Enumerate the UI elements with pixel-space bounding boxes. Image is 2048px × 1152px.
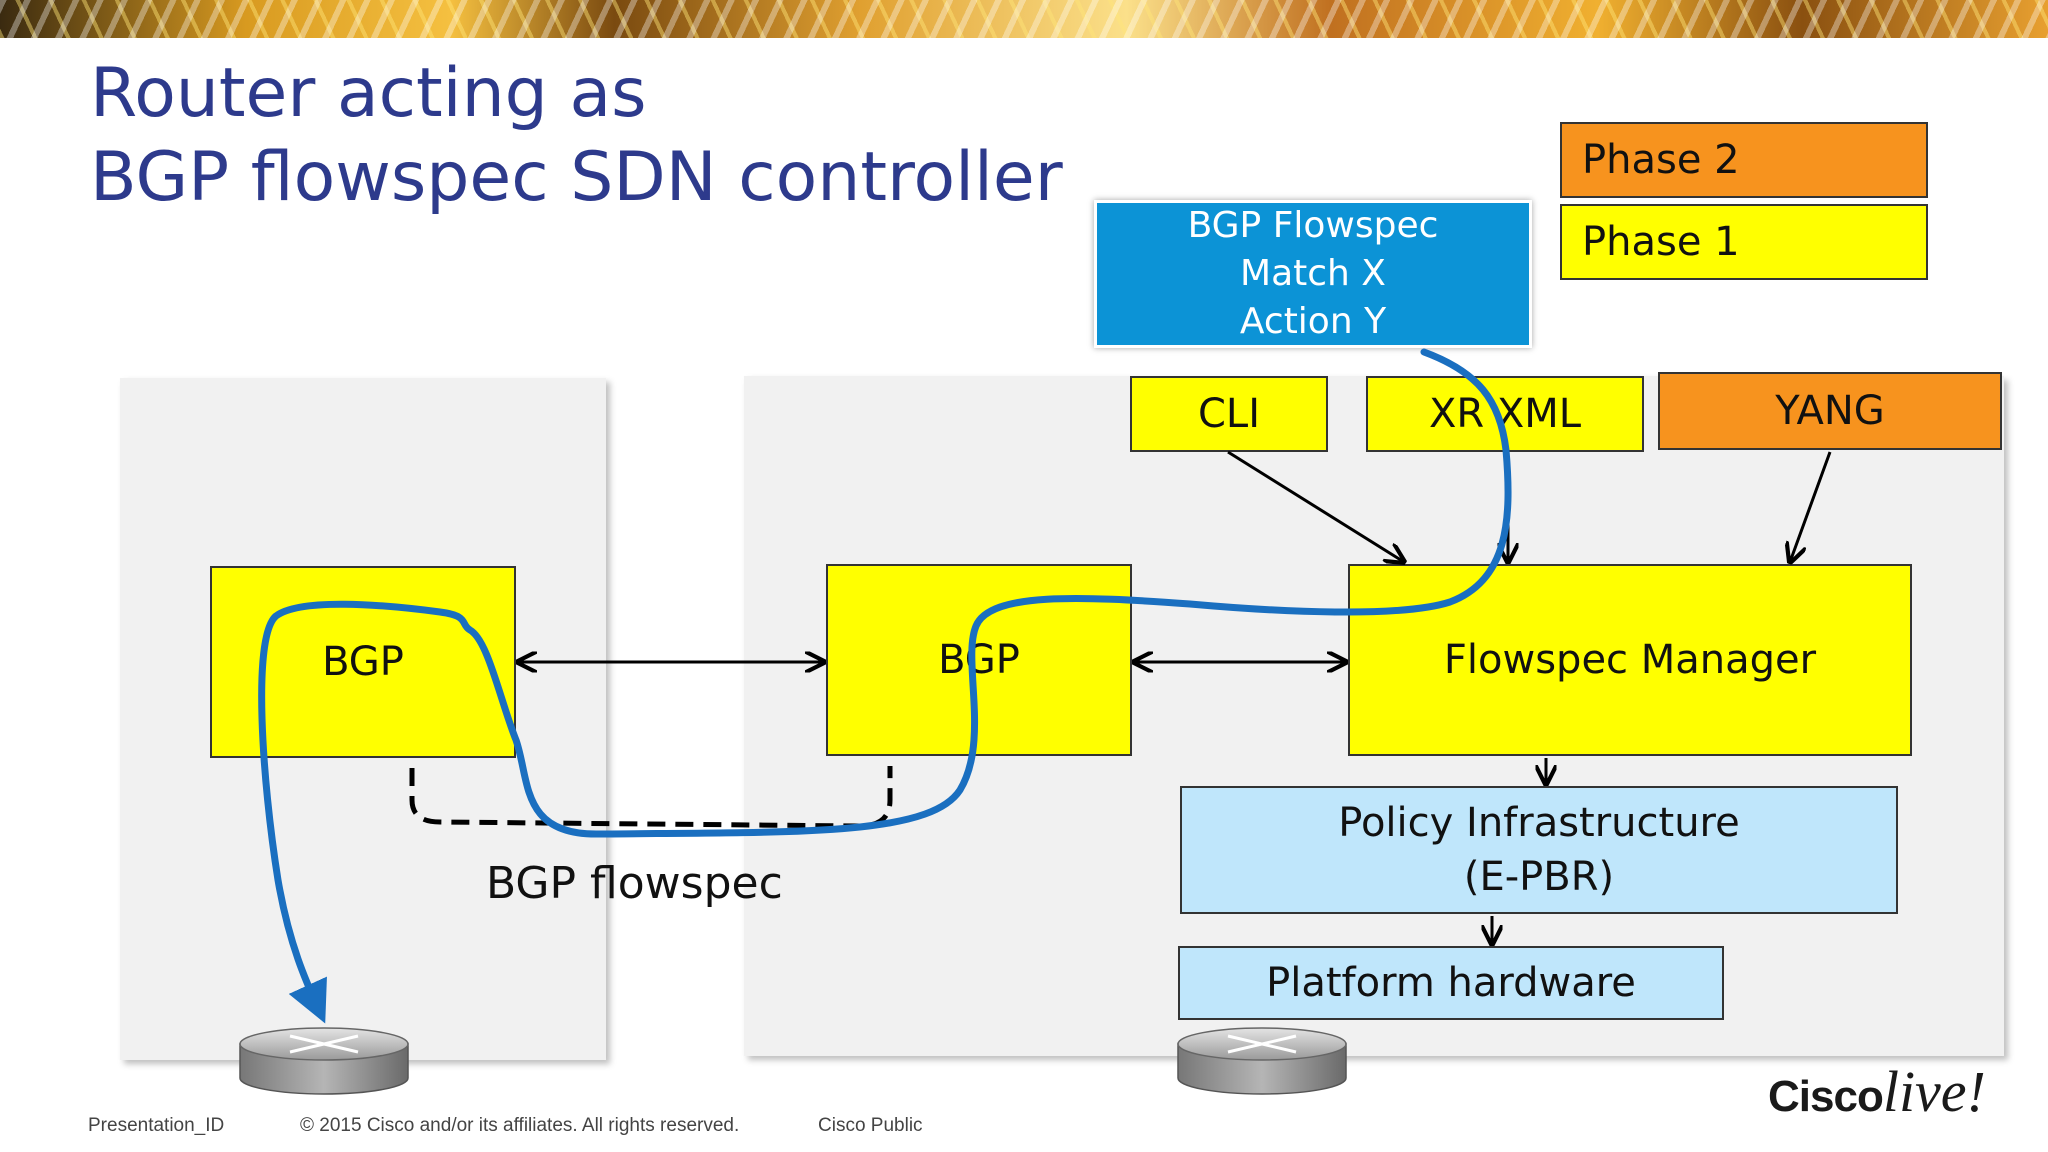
- flowspec-rule-line-1: BGP Flowspec: [1187, 205, 1439, 246]
- cli-to-flowspec-manager-arrow: [1227, 450, 1404, 562]
- policy-infrastructure-box: Policy Infrastructure (E-PBR): [1180, 786, 1898, 914]
- legend-phase-2: Phase 2: [1560, 122, 1928, 198]
- flowspec-rule-box: BGP Flowspec Match X Action Y: [1094, 200, 1532, 348]
- platform-hardware-box: Platform hardware: [1178, 946, 1724, 1020]
- title-line-2: BGP flowspec SDN controller: [90, 138, 1063, 217]
- header-banner: [0, 0, 2048, 38]
- title-line-1: Router acting as: [90, 54, 647, 133]
- footer-copyright: © 2015 Cisco and/or its affiliates. All …: [300, 1115, 740, 1136]
- logo-live-text: live!: [1882, 1059, 1986, 1124]
- right-router-icon: [1177, 1027, 1347, 1095]
- flowspec-manager-box: Flowspec Manager: [1348, 564, 1912, 756]
- bgp-flowspec-session-dashed: [409, 766, 893, 829]
- legend-phase-1: Phase 1: [1560, 204, 1928, 280]
- footer-classification: Cisco Public: [818, 1115, 923, 1136]
- flowspec-rule-line-3: Action Y: [1239, 301, 1387, 342]
- footer-presentation-id: Presentation_ID: [88, 1115, 225, 1136]
- bgp-flowspec-session-label: BGP flowspec: [486, 858, 783, 909]
- cisco-live-logo: Ciscolive!: [1768, 1058, 1986, 1125]
- flowspec-rule-line-2: Match X: [1240, 253, 1386, 294]
- yang-box: YANG: [1658, 372, 2002, 450]
- flowspec-propagation-path: [258, 348, 1512, 1024]
- left-router-icon: [239, 1027, 409, 1095]
- yang-to-flowspec-manager-arrow: [1790, 451, 1832, 562]
- slide-title: Router acting as BGP flowspec SDN contro…: [90, 52, 1110, 220]
- logo-cisco-text: Cisco: [1768, 1072, 1884, 1121]
